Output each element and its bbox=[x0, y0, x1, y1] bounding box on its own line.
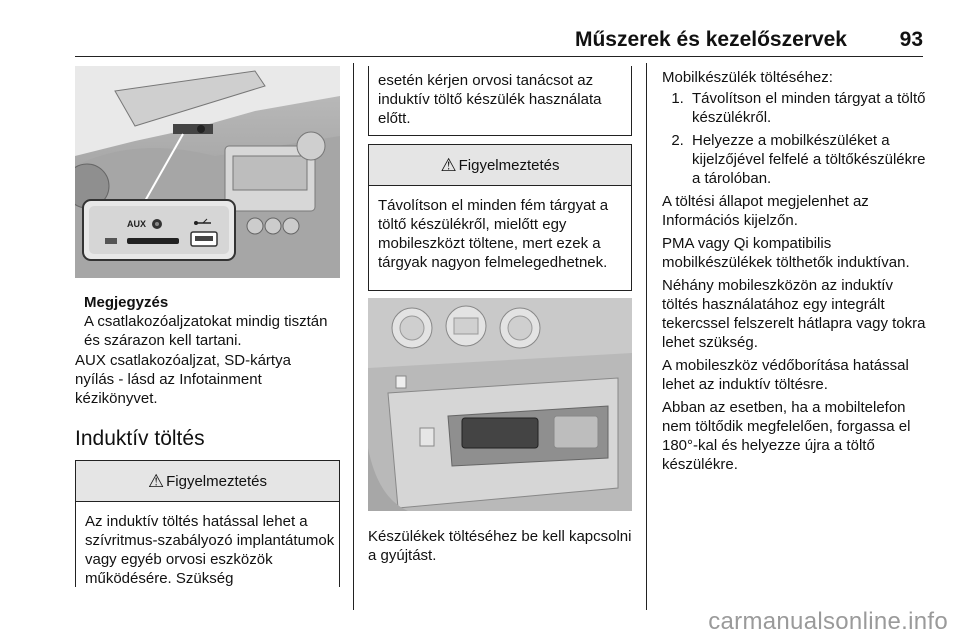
warning-header: ⚠ Figyelmeztetés bbox=[369, 145, 631, 186]
warning-continued-text: esetén kérjen orvosi tanácsot az induktí… bbox=[378, 72, 602, 127]
warning-continuation-box: esetén kérjen orvosi tanácsot az induktí… bbox=[368, 66, 632, 136]
usb-icon bbox=[194, 218, 211, 225]
warning-title: Figyelmeztetés bbox=[458, 156, 560, 174]
warning-header: ⚠ Figyelmeztetés bbox=[76, 461, 339, 502]
paragraph: PMA vagy Qi kompatibilis mobilkészülékek… bbox=[662, 235, 910, 271]
warning-text: Távolítson el minden fém tárgyat a töltő… bbox=[378, 197, 609, 271]
section-heading: Induktív töltés bbox=[75, 427, 205, 450]
column-divider-2 bbox=[646, 63, 647, 610]
warning-triangle-icon: ⚠ bbox=[147, 470, 165, 491]
watermark: carmanualsonline.info bbox=[708, 608, 948, 635]
warning-triangle-icon: ⚠ bbox=[440, 154, 457, 175]
inductive-charger-illustration bbox=[368, 298, 632, 511]
paragraph: Néhány mobileszközön az induktív töltés … bbox=[662, 277, 926, 351]
note-text: A csatlakozóaljzatokat mindig tisztán és… bbox=[84, 313, 328, 349]
warning-box-2: ⚠ Figyelmeztetés Távolítson el minden fé… bbox=[368, 144, 632, 291]
warning-title: Figyelmeztetés bbox=[166, 472, 267, 490]
step-item: Távolítson el minden tárgyat a töltő kés… bbox=[688, 89, 930, 127]
paragraph: Abban az esetben, ha a mobiltelefon nem … bbox=[662, 399, 911, 473]
aux-label: AUX bbox=[127, 219, 146, 229]
header-rule bbox=[75, 56, 923, 57]
page-number: 93 bbox=[899, 28, 923, 51]
steps-list: Távolítson el minden tárgyat a töltő kés… bbox=[662, 89, 930, 188]
aux-paragraph: AUX csatlakozóaljzat, SD-kártya nyílás -… bbox=[75, 352, 291, 407]
dashboard-aux-illustration: AUX bbox=[75, 66, 340, 278]
steps-intro: Mobilkészülék töltéséhez: bbox=[662, 69, 833, 86]
column-divider-1 bbox=[353, 63, 354, 610]
header-title: Műszerek és kezelőszervek bbox=[574, 28, 847, 51]
note-block: Megjegyzés A csatlakozóaljzatokat mindig… bbox=[84, 293, 340, 350]
sd-card-icon bbox=[105, 238, 117, 244]
warning-box-1: ⚠ Figyelmeztetés Az induktív töltés hatá… bbox=[75, 460, 340, 587]
ignition-caption: Készülékek töltéséhez be kell kapcsolni … bbox=[368, 528, 632, 564]
note-heading: Megjegyzés bbox=[84, 294, 169, 311]
paragraph: A mobileszköz védőborítása hatással lehe… bbox=[662, 357, 909, 393]
paragraph: A töltési állapot megjelenhet az Informá… bbox=[662, 193, 869, 229]
page-header: Műszerek és kezelőszervek 93 bbox=[0, 0, 960, 62]
warning-text: Az induktív töltés hatással lehet a szív… bbox=[85, 513, 335, 587]
column3-text: Mobilkészülék töltéséhez: Távolítson el … bbox=[662, 68, 930, 478]
step-item: Helyezze a mobilkészüléket a kijelzőjéve… bbox=[688, 131, 930, 188]
